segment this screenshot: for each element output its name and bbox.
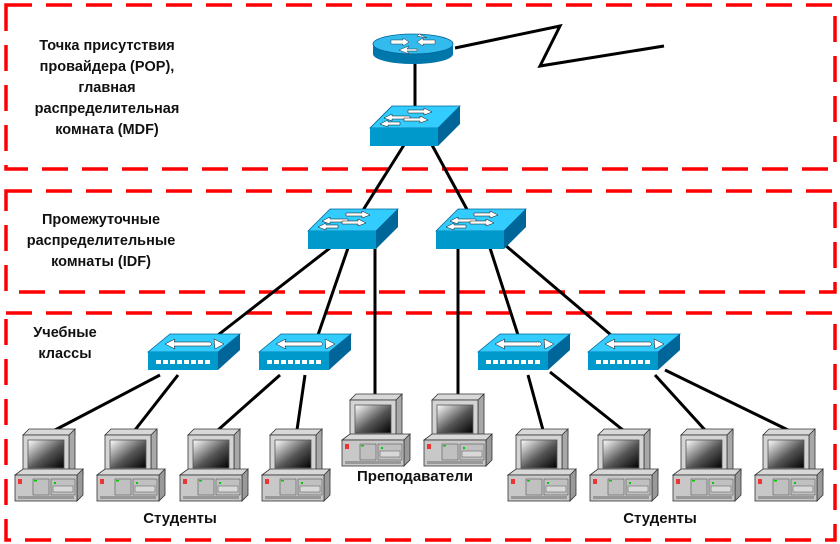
link-access1-pc2 (133, 374, 180, 431)
students-right-label: Студенты (623, 510, 697, 527)
access-switch-2-icon[interactable] (258, 333, 352, 371)
link-access2-pc4 (295, 374, 307, 431)
link-access3-pc5 (526, 374, 545, 431)
pc-student-8-icon[interactable] (754, 428, 824, 502)
zone-classrooms-border (4, 311, 837, 542)
access-switch-4-icon[interactable] (587, 333, 681, 371)
pc-student-4-icon[interactable] (261, 428, 331, 502)
links (54, 23, 789, 432)
link-idf1-access1 (217, 246, 331, 337)
pc-student-7-icon[interactable] (672, 428, 742, 502)
pc-student-3-icon[interactable] (179, 428, 249, 502)
link-idf1-access2 (316, 247, 350, 336)
idf-switch-1-icon[interactable] (307, 208, 399, 250)
link-access2-pc3 (217, 373, 281, 432)
link-core-idf1 (358, 144, 406, 216)
link-access3-pc6 (549, 370, 624, 432)
pc-student-1-icon[interactable] (14, 428, 84, 502)
zone-idf-border (4, 189, 837, 294)
zone-mdf-border (4, 3, 837, 171)
pc-student-5-icon[interactable] (507, 428, 577, 502)
router-icon[interactable] (372, 33, 454, 64)
link-access1-pc1 (54, 373, 161, 432)
teachers-label: Преподаватели (357, 468, 473, 485)
link-access4-pc8 (664, 368, 789, 432)
wan-link (454, 23, 665, 68)
idf-switch-2-icon[interactable] (435, 208, 527, 250)
zone-classrooms-label: Учебные классы (33, 325, 97, 362)
link-core-idf2 (430, 144, 472, 216)
access-switch-3-icon[interactable] (477, 333, 571, 371)
core-switch-icon[interactable] (369, 105, 461, 147)
pc-teacher-2-icon[interactable] (423, 393, 493, 467)
pc-student-6-icon[interactable] (589, 428, 659, 502)
link-access4-pc7 (653, 373, 707, 432)
access-switch-1-icon[interactable] (147, 333, 241, 371)
zone-mdf-label: Точка присутствия провайдера (POP), глав… (34, 38, 180, 138)
students-left-label: Студенты (143, 510, 217, 527)
pc-teacher-1-icon[interactable] (341, 393, 411, 467)
link-idf2-access3 (488, 247, 520, 336)
link-idf2-access4 (504, 243, 612, 337)
zone-idf-label: Промежуточные распределительные комнаты … (26, 212, 176, 270)
pc-student-2-icon[interactable] (96, 428, 166, 502)
